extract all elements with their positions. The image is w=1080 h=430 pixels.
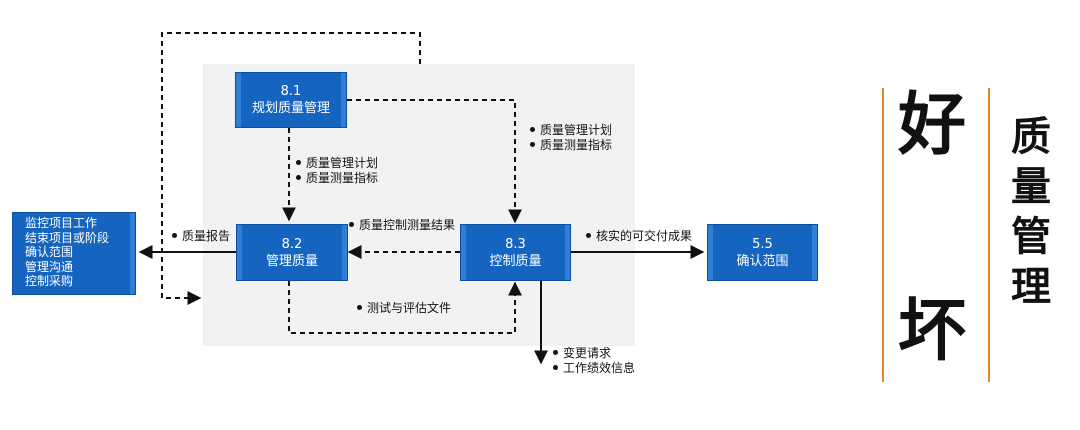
process-name: 管理质量 bbox=[265, 253, 318, 269]
flow-label: 质量管理计划 bbox=[306, 156, 379, 170]
external-process-list: 监控项目工作 结束项目或阶段 确认范围 管理沟通 控制采购 bbox=[12, 212, 136, 295]
orange-rule-right bbox=[988, 88, 990, 382]
flow-label: 核实的可交付成果 bbox=[596, 229, 693, 243]
flow-label: 变更请求 bbox=[563, 346, 612, 360]
flow-label: 质量报告 bbox=[182, 229, 231, 243]
process-number: 8.3 bbox=[505, 236, 526, 252]
flow-83-55-labels: 核实的可交付成果 bbox=[586, 229, 692, 244]
process-name: 确认范围 bbox=[736, 253, 789, 269]
process-name: 规划质量管理 bbox=[251, 101, 330, 116]
flow-label: 工作绩效信息 bbox=[563, 361, 636, 375]
process-8-3[interactable]: 8.3 控制质量 bbox=[460, 224, 571, 281]
flow-82-83-line bbox=[288, 281, 522, 334]
orange-rule-left bbox=[882, 88, 884, 382]
bullet-dot bbox=[349, 222, 354, 227]
bullet-dot bbox=[296, 160, 301, 165]
bullet-dot bbox=[357, 305, 362, 310]
bullet-dot bbox=[530, 127, 535, 132]
bullet-dot bbox=[296, 175, 301, 180]
flow-label: 质量控制测量结果 bbox=[359, 218, 456, 232]
bad-character: 坏 bbox=[898, 292, 967, 371]
process-8-1[interactable]: 8.1 规划质量管理 bbox=[235, 72, 347, 128]
external-line: 监控项目工作 bbox=[25, 216, 98, 230]
flow-83-out-labels: 变更请求 工作绩效信息 bbox=[553, 346, 635, 376]
good-character: 好 bbox=[898, 86, 967, 165]
flow-81-82-labels: 质量管理计划 质量测量指标 bbox=[296, 156, 378, 186]
process-number: 5.5 bbox=[752, 236, 773, 252]
bullet-dot bbox=[553, 365, 558, 370]
process-number: 8.1 bbox=[280, 84, 302, 99]
flow-label: 质量测量指标 bbox=[306, 171, 379, 185]
bullet-dot bbox=[553, 350, 558, 355]
process-name: 控制质量 bbox=[489, 253, 542, 269]
flow-82-ext-labels: 质量报告 bbox=[172, 229, 230, 244]
flow-82-83-labels: 测试与评估文件 bbox=[357, 301, 451, 316]
loop-dashed-line bbox=[161, 32, 421, 305]
external-line: 确认范围 bbox=[25, 245, 74, 259]
flow-label: 质量管理计划 bbox=[540, 123, 613, 137]
external-line: 管理沟通 bbox=[25, 259, 74, 274]
vertical-title: 质量管理 bbox=[1011, 114, 1051, 310]
flow-81-83-labels: 质量管理计划 质量测量指标 bbox=[530, 123, 612, 153]
bullet-dot bbox=[586, 233, 591, 238]
bullet-dot bbox=[530, 142, 535, 147]
external-line: 控制采购 bbox=[25, 274, 74, 288]
flow-81-83-line bbox=[347, 99, 522, 224]
bullet-dot bbox=[172, 233, 177, 238]
process-8-2[interactable]: 8.2 管理质量 bbox=[236, 224, 348, 281]
external-line: 结束项目或阶段 bbox=[25, 230, 110, 245]
process-number: 8.2 bbox=[281, 236, 303, 252]
process-5-5[interactable]: 5.5 确认范围 bbox=[707, 224, 818, 281]
flow-83-82-labels: 质量控制测量结果 bbox=[349, 218, 455, 233]
flow-label: 质量测量指标 bbox=[540, 138, 613, 152]
flow-label: 测试与评估文件 bbox=[367, 301, 452, 315]
